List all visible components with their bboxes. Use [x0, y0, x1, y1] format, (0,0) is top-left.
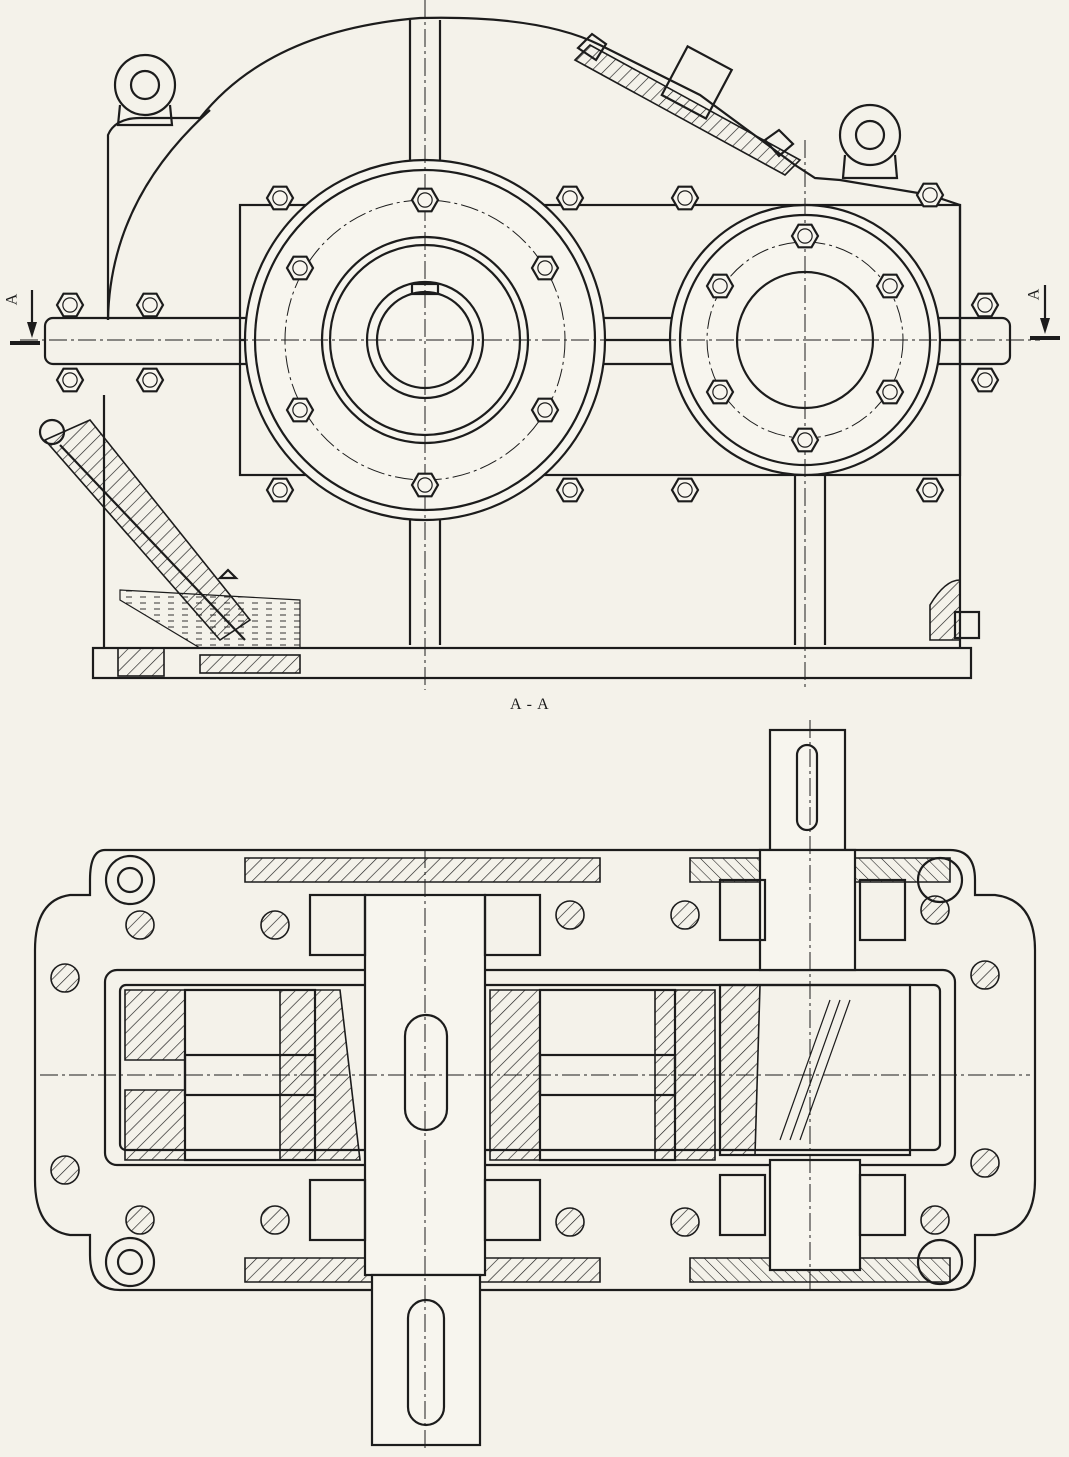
section-view: [33, 720, 1037, 1450]
bolt-head: [970, 367, 1000, 393]
bolt-section: [670, 1207, 700, 1237]
section-title: A - A: [510, 696, 550, 713]
section-mark-left: A: [3, 292, 21, 306]
bolt-head: [555, 477, 585, 503]
bolt-washer: [797, 432, 813, 448]
bolt-head: [135, 367, 165, 393]
section-arrow-right: [1030, 285, 1060, 340]
bolt-section: [260, 1205, 290, 1235]
bolt-washer: [562, 190, 578, 206]
bolt-section: [920, 895, 950, 925]
bolt-head: [135, 292, 165, 318]
bolt-head: [790, 223, 820, 249]
bolt-head: [555, 185, 585, 211]
section-arrow-left: [10, 290, 40, 345]
bolt-section: [50, 1155, 80, 1185]
bolt-section: [50, 963, 80, 993]
bolt-head: [875, 379, 905, 405]
output-shaft: [363, 893, 541, 1447]
bolt-washer: [882, 384, 898, 400]
bolt-washer: [922, 187, 938, 203]
bolt-washer: [292, 402, 308, 418]
bolt-washer: [62, 297, 78, 313]
bolt-washer: [922, 482, 938, 498]
bolt-washer: [712, 278, 728, 294]
section-mark-right: A: [1025, 287, 1043, 301]
bolt-section: [970, 1148, 1000, 1178]
bolt-washer: [882, 278, 898, 294]
bolt-section: [125, 910, 155, 940]
bolt-section: [970, 960, 1000, 990]
bolt-head: [705, 379, 735, 405]
bolt-head: [790, 427, 820, 453]
bolt-washer: [142, 297, 158, 313]
bolt-section: [555, 900, 585, 930]
inspection-cover: [573, 32, 802, 176]
bolt-section: [670, 900, 700, 930]
bolt-washer: [417, 477, 433, 493]
bolt-washer: [62, 372, 78, 388]
bolt-head: [55, 367, 85, 393]
bolt-head: [530, 255, 560, 281]
bolt-washer: [677, 190, 693, 206]
bolt-washer: [537, 402, 553, 418]
flange-bolts: [50, 895, 1000, 1237]
bolt-washer: [272, 190, 288, 206]
bolt-section: [920, 1205, 950, 1235]
bolt-section: [555, 1207, 585, 1237]
front-view: [10, 0, 1060, 690]
bolt-head: [265, 477, 295, 503]
bolt-head: [55, 292, 85, 318]
tapered-bearings: [308, 878, 907, 1242]
bolt-section: [260, 910, 290, 940]
input-shaft: [718, 728, 912, 1272]
bolt-washer: [562, 482, 578, 498]
bolt-head: [970, 292, 1000, 318]
bolt-washer: [537, 260, 553, 276]
cap-bolts: [55, 182, 1000, 503]
bolt-washer: [272, 482, 288, 498]
bolt-head: [670, 477, 700, 503]
bolt-head: [285, 255, 315, 281]
drain-plug: [929, 579, 981, 641]
lifting-eye-left: [113, 53, 177, 127]
bolt-head: [530, 397, 560, 423]
bolt-head: [670, 185, 700, 211]
bolt-washer: [977, 372, 993, 388]
bolt-head: [410, 187, 440, 213]
bolt-section: [125, 1205, 155, 1235]
bolt-washer: [677, 482, 693, 498]
bolt-washer: [977, 297, 993, 313]
section-flange: [33, 848, 1037, 1292]
bolt-head: [285, 397, 315, 423]
bolt-washer: [417, 192, 433, 208]
bolt-washer: [712, 384, 728, 400]
housing-cover: [106, 16, 962, 645]
bolt-head: [915, 182, 945, 208]
oil-dipstick: [38, 418, 301, 649]
bolt-head: [705, 273, 735, 299]
bolt-head: [915, 477, 945, 503]
lifting-eye-right: [838, 103, 902, 180]
bolt-head: [265, 185, 295, 211]
bolt-washer: [797, 228, 813, 244]
bolt-washer: [292, 260, 308, 276]
bolt-head: [410, 472, 440, 498]
bolt-washer: [142, 372, 158, 388]
bolt-head: [875, 273, 905, 299]
